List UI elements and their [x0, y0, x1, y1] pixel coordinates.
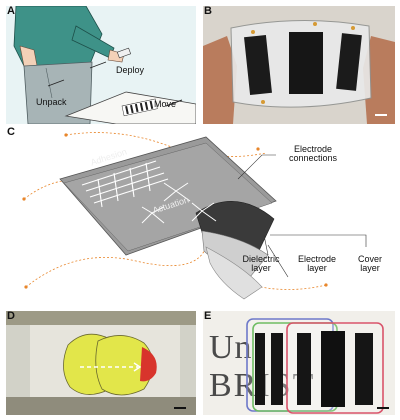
- panel-c: Adhesion Actuation Electrode connections…: [6, 127, 395, 307]
- panel-label-a: A: [7, 5, 15, 17]
- panel-label-b: B: [204, 5, 212, 17]
- adhesion-electrodes: [81, 160, 169, 208]
- actuation-arrows: [141, 182, 217, 224]
- label-dielectric-layer: Dielectric layer: [242, 254, 280, 273]
- label-cover-layer: Cover layer: [357, 254, 382, 273]
- label-electrode-connections: Electrode connections: [288, 144, 338, 163]
- panel-e-overlays: [246, 318, 389, 414]
- scale-bar: [174, 407, 186, 409]
- panel-c-schematic: [22, 132, 367, 300]
- panel-a: Deploy Unpack Move: [6, 6, 196, 124]
- panel-e: Un BRIST: [203, 311, 395, 415]
- panel-label-d: D: [7, 310, 15, 322]
- panel-label-c: C: [7, 126, 15, 138]
- panel-b-photo: [203, 6, 395, 124]
- scale-bar: [377, 407, 389, 409]
- panel-b: [203, 6, 395, 124]
- device-stripes: [121, 98, 158, 117]
- panel-d: [6, 311, 196, 415]
- scale-bar: [375, 114, 387, 116]
- panel-d-photo: [6, 311, 196, 415]
- background-text-un: Un: [209, 329, 253, 366]
- annotation-deploy: Deploy: [116, 65, 145, 75]
- annotation-move: Move: [154, 99, 177, 109]
- panel-a-illustration: [13, 6, 196, 124]
- panel-label-e: E: [204, 310, 212, 322]
- annotation-unpack: Unpack: [36, 97, 67, 107]
- label-electrode-layer: Electrode layer: [297, 254, 337, 273]
